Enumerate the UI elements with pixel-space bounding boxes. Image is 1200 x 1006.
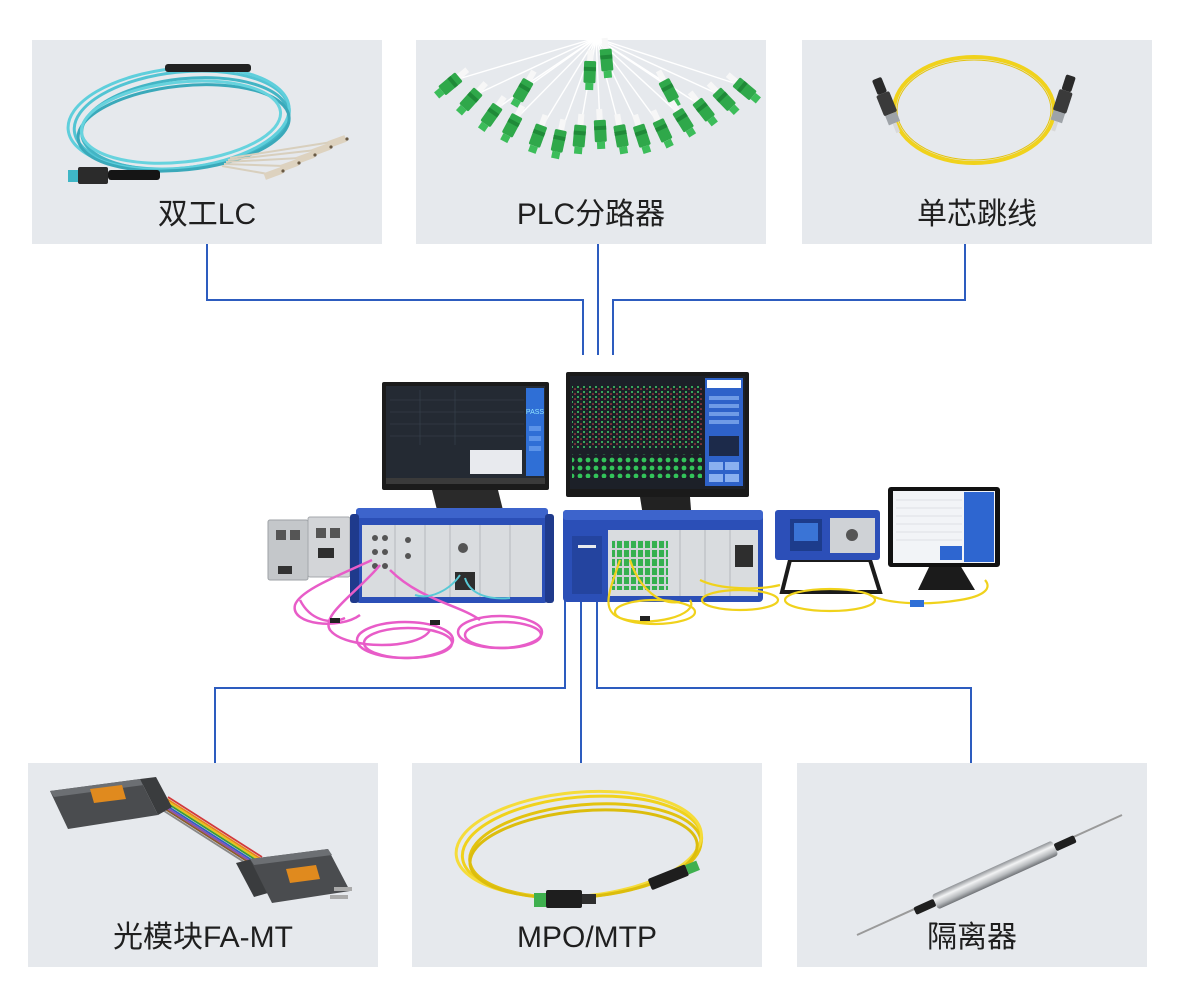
left-test-chassis [350,508,554,603]
connector-line-fa-mt [214,598,566,763]
product-card-patch-cord: 单芯跳线 [802,40,1152,244]
patch-cord-icon [872,55,1076,165]
product-label: 双工LC [157,198,257,231]
optical-module-fixtures [267,516,351,581]
yellow-fiber-cables [607,559,989,626]
product-card-mpo-mtp: MPO/MTP [412,763,762,967]
connector-line-patch-cord [612,244,966,355]
mpo-mtp-cable-icon [454,789,704,908]
product-label: MPO/MTP [517,921,657,954]
aqua-fiber-cables [414,574,511,600]
product-label: 光模块FA-MT [113,921,293,954]
tablet-display [888,487,1000,590]
product-card-plc-splitter: PLC分路器 [416,37,766,244]
fa-mt-module-icon [50,777,352,903]
central-test-system: PASS [267,372,1000,660]
isolator-icon [856,814,1123,936]
product-label: 单芯跳线 [917,198,1037,231]
connector-line-duplex-lc [206,244,584,355]
left-monitor: PASS [382,382,549,522]
right-monitor [566,372,749,528]
duplex-lc-cable-icon [66,64,349,184]
product-card-fa-mt: 光模块FA-MT [28,763,378,967]
plc-splitter-icon [432,37,763,160]
handheld-instrument [775,510,883,594]
connector-line-isolator [596,598,972,763]
product-card-isolator: 隔离器 [797,763,1147,967]
monitor-status-text: PASS [526,409,544,416]
product-label: 隔离器 [927,921,1017,954]
product-label: PLC分路器 [516,198,666,231]
product-card-duplex-lc: 双工LC [32,40,382,244]
pink-fiber-cables [293,558,544,660]
